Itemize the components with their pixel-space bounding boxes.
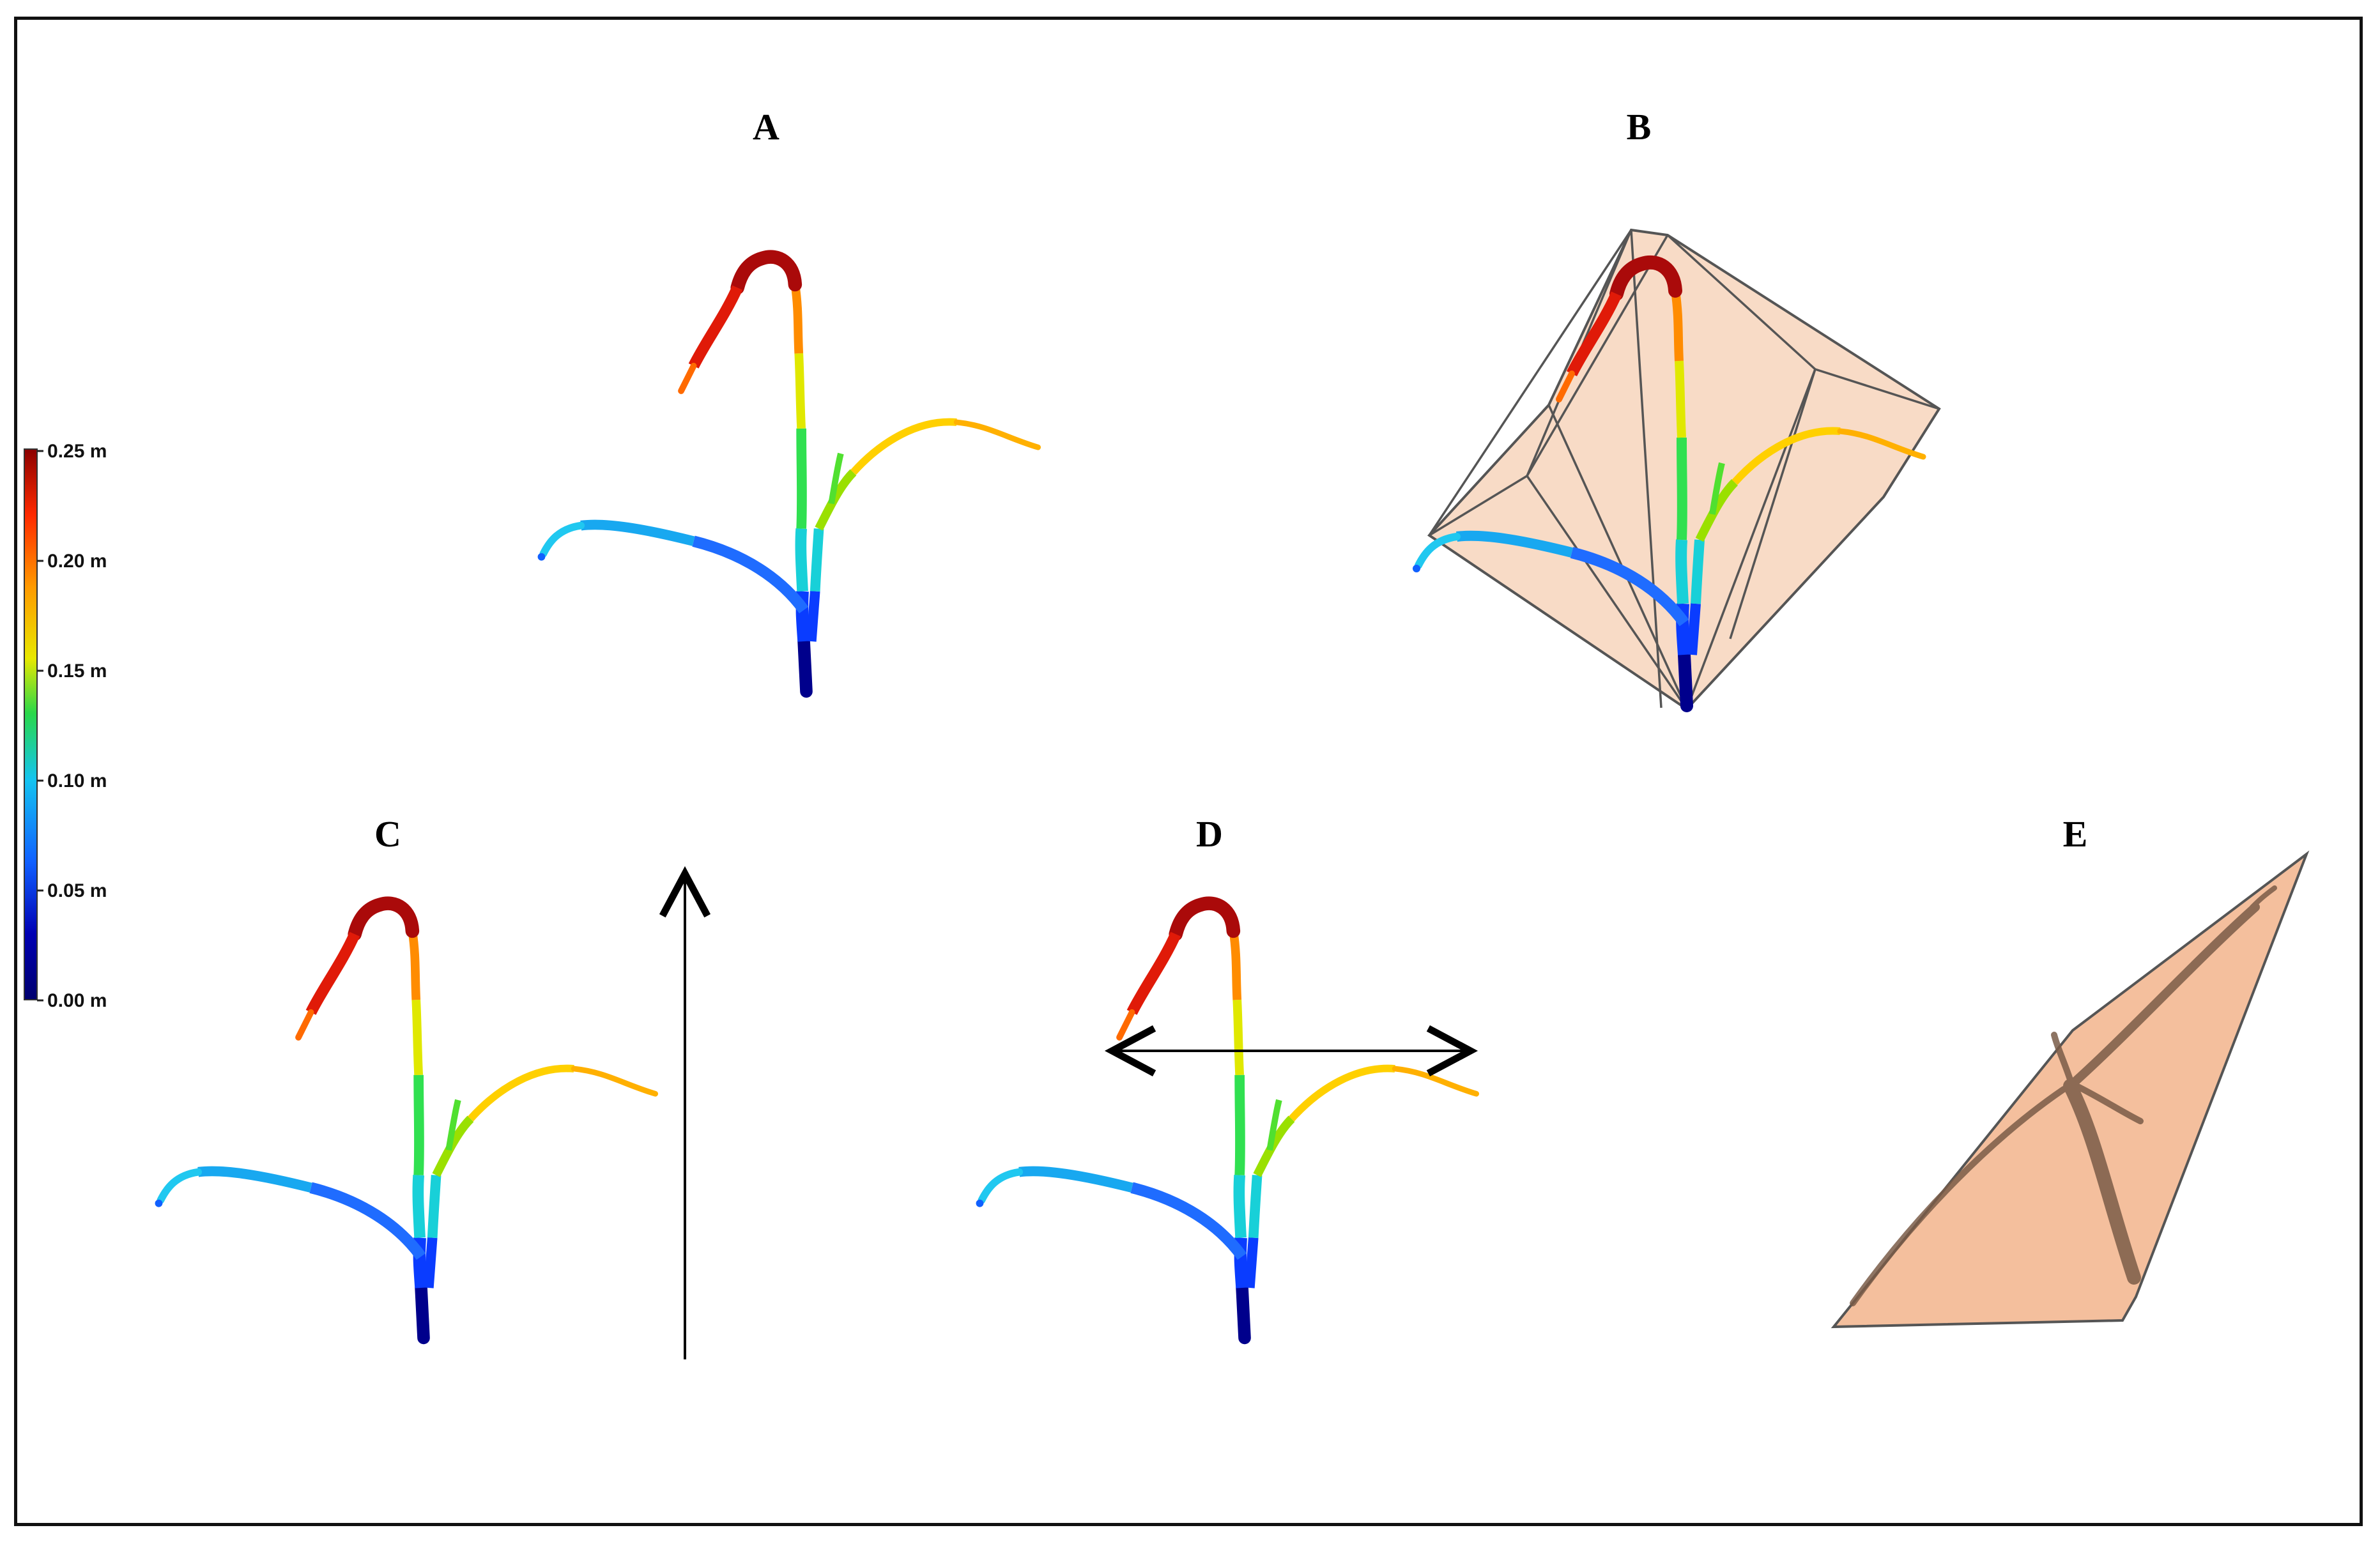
colorbar-tick-label: 0.10 m [47, 770, 107, 791]
convex-hull-e [1831, 850, 2310, 1329]
convex-hull-b [1413, 228, 1941, 709]
colorbar-tick-label: 0.05 m [47, 880, 107, 901]
plant-point-cloud-c [155, 903, 656, 1338]
colorbar-bar [24, 448, 38, 1000]
plant-point-cloud-a [538, 257, 1038, 691]
panel-label-b: B [1627, 106, 1652, 148]
figure-frame [14, 17, 2363, 1526]
colorbar-tick-label: 0.15 m [47, 661, 107, 682]
colorbar: 0.25 m 0.20 m 0.15 m 0.10 m 0.05 m 0.00 m [24, 441, 107, 1011]
plant-point-cloud-d [976, 903, 1477, 1338]
colorbar-tick-label: 0.25 m [47, 441, 107, 462]
colorbar-tick-label: 0.20 m [47, 551, 107, 572]
panel-label-a: A [753, 106, 779, 148]
panel-label-c: C [374, 813, 401, 855]
plant-top-view-e [1850, 885, 2277, 1306]
panel-label-d: D [1196, 813, 1223, 855]
colorbar-tick-label: 0.00 m [47, 990, 107, 1011]
panel-label-e: E [2063, 813, 2088, 855]
colorbar-ticks: 0.25 m 0.20 m 0.15 m 0.10 m 0.05 m 0.00 m [37, 441, 107, 1011]
